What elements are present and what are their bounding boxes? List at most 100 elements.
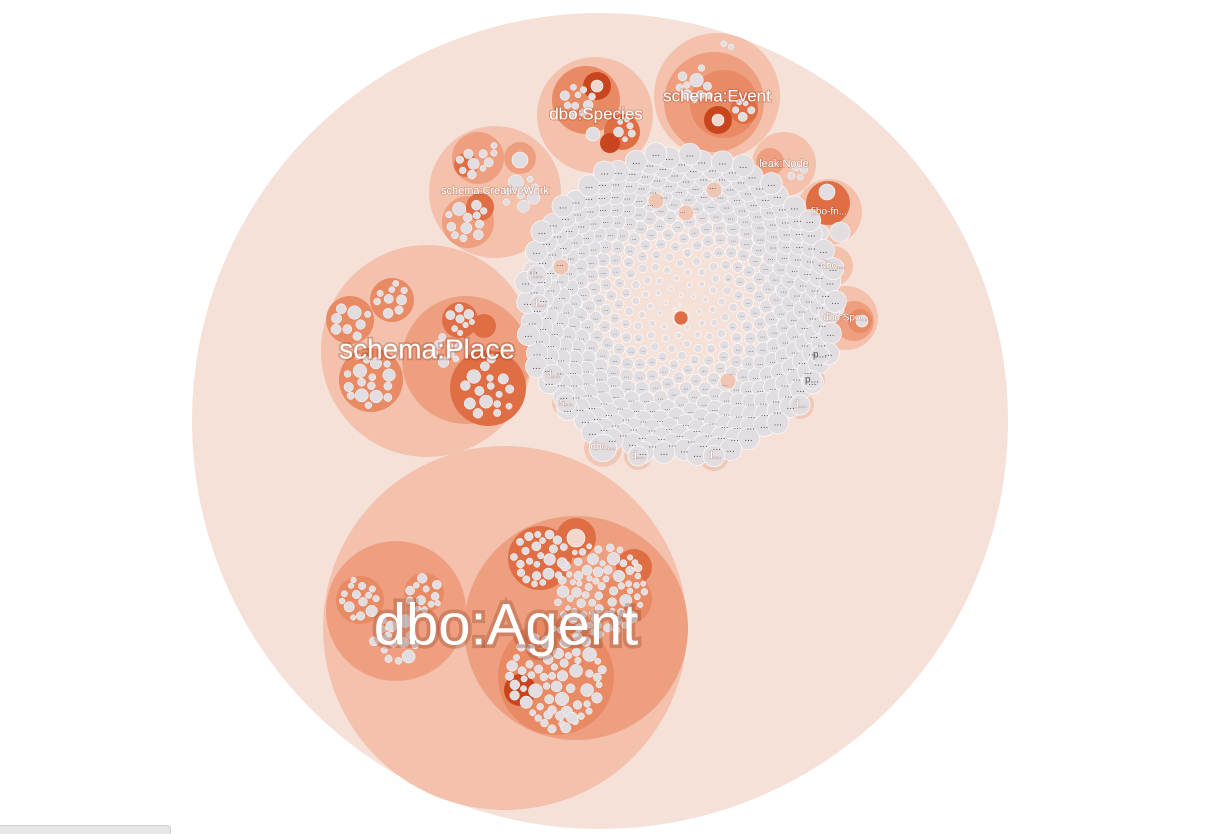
leaf-node[interactable] (588, 598, 597, 607)
leaf-node[interactable] (438, 333, 447, 342)
leaf-node[interactable] (602, 575, 610, 583)
leaf-node[interactable] (594, 604, 604, 614)
leaf-node[interactable] (554, 571, 563, 579)
ellipsis-leaf-node[interactable] (731, 332, 743, 344)
leaf-node[interactable] (625, 610, 638, 624)
leaf-node[interactable] (569, 664, 583, 678)
leaf-node[interactable] (525, 660, 534, 669)
ellipsis-leaf-node[interactable] (683, 339, 691, 348)
leaf-node[interactable] (590, 79, 604, 93)
ellipsis-leaf-node[interactable] (648, 320, 656, 328)
leaf-node[interactable] (563, 101, 572, 109)
leaf-node[interactable] (517, 200, 530, 213)
leaf-node[interactable] (331, 313, 342, 324)
leaf-node[interactable] (627, 445, 649, 467)
leaf-node[interactable] (483, 157, 494, 168)
leaf-node[interactable] (550, 625, 557, 633)
leaf-node[interactable] (383, 293, 394, 304)
leaf-node[interactable] (603, 623, 613, 633)
leaf-node[interactable] (810, 345, 830, 365)
ellipsis-leaf-node[interactable] (691, 294, 696, 299)
ellipsis-leaf-node[interactable] (693, 331, 702, 339)
ellipsis-leaf-node[interactable] (652, 441, 676, 464)
leaf-node[interactable] (626, 122, 634, 130)
leaf-node[interactable] (594, 591, 603, 600)
ellipsis-leaf-node[interactable] (662, 228, 675, 241)
leaf-node[interactable] (541, 363, 565, 387)
leaf-node[interactable] (581, 591, 590, 599)
leaf-node[interactable] (528, 683, 543, 698)
ellipsis-leaf-node[interactable] (605, 289, 618, 302)
species-subgroup-node[interactable] (600, 133, 620, 153)
leaf-node[interactable] (531, 541, 542, 552)
leaf-node[interactable] (616, 608, 626, 617)
ellipsis-leaf-node[interactable] (711, 274, 720, 283)
ellipsis-leaf-node[interactable] (692, 257, 701, 266)
leaf-node[interactable] (637, 601, 644, 608)
leaf-node[interactable] (479, 394, 493, 409)
leaf-node[interactable] (579, 86, 588, 94)
ellipsis-leaf-node[interactable] (722, 286, 732, 296)
leaf-node[interactable] (454, 303, 464, 313)
leaf-node[interactable] (633, 582, 640, 589)
ellipsis-leaf-node[interactable] (677, 232, 690, 245)
leaf-node[interactable] (526, 643, 536, 653)
leaf-node[interactable] (675, 83, 684, 92)
ellipsis-leaf-node[interactable] (744, 281, 757, 294)
leaf-node[interactable] (517, 666, 527, 676)
leaf-node[interactable] (555, 711, 565, 721)
leaf-node[interactable] (594, 621, 603, 630)
leaf-node[interactable] (537, 651, 545, 659)
leaf-node[interactable] (472, 408, 484, 419)
leaf-node[interactable] (576, 580, 583, 587)
ellipsis-leaf-node[interactable] (783, 195, 806, 219)
leaf-node[interactable] (577, 712, 585, 720)
ellipsis-leaf-node[interactable] (644, 142, 668, 165)
leaf-node[interactable] (460, 222, 473, 234)
leaf-node[interactable] (589, 609, 595, 616)
leaf-node[interactable] (529, 633, 540, 644)
ellipsis-leaf-node[interactable] (632, 369, 647, 384)
leaf-node[interactable] (519, 695, 533, 709)
leaf-node[interactable] (434, 600, 441, 607)
leaf-node[interactable] (502, 198, 510, 206)
leaf-node[interactable] (473, 229, 484, 241)
leaf-node[interactable] (413, 581, 420, 589)
leaf-node[interactable] (523, 185, 531, 193)
leaf-node[interactable] (466, 369, 481, 384)
leaf-node[interactable] (385, 620, 398, 633)
ellipsis-leaf-node[interactable] (530, 220, 554, 243)
leaf-node[interactable] (554, 691, 570, 706)
ellipsis-leaf-node[interactable] (624, 306, 634, 316)
leaf-node[interactable] (573, 570, 584, 581)
leaf-node[interactable] (569, 579, 576, 586)
leaf-node[interactable] (495, 390, 503, 398)
leaf-node[interactable] (377, 625, 386, 633)
leaf-node[interactable] (574, 91, 582, 99)
leaf-node[interactable] (529, 709, 536, 717)
ellipsis-leaf-node[interactable] (698, 319, 706, 327)
leaf-node[interactable] (588, 92, 596, 101)
leaf-node[interactable] (406, 630, 415, 640)
tinted-leaf-node[interactable] (673, 310, 689, 326)
leaf-node[interactable] (463, 309, 474, 320)
leaf-node[interactable] (727, 43, 735, 50)
leaf-node[interactable] (571, 608, 578, 614)
ellipsis-leaf-node[interactable] (708, 261, 719, 272)
leaf-node[interactable] (445, 211, 453, 219)
leaf-node[interactable] (520, 685, 527, 692)
ellipsis-leaf-node[interactable] (644, 228, 658, 242)
ellipsis-leaf-node[interactable] (713, 246, 725, 258)
ellipsis-leaf-node[interactable] (596, 265, 610, 280)
leaf-node[interactable] (582, 647, 597, 662)
leaf-node[interactable] (430, 592, 440, 601)
ellipsis-leaf-node[interactable] (620, 318, 631, 329)
ellipsis-leaf-node[interactable] (697, 268, 706, 277)
leaf-node[interactable] (531, 580, 538, 588)
leaf-node[interactable] (368, 373, 377, 381)
ellipsis-leaf-node[interactable] (742, 265, 756, 278)
leaf-node[interactable] (589, 434, 617, 462)
leaf-node[interactable] (791, 162, 801, 172)
leaf-node[interactable] (540, 718, 549, 728)
leaf-node[interactable] (572, 631, 582, 641)
